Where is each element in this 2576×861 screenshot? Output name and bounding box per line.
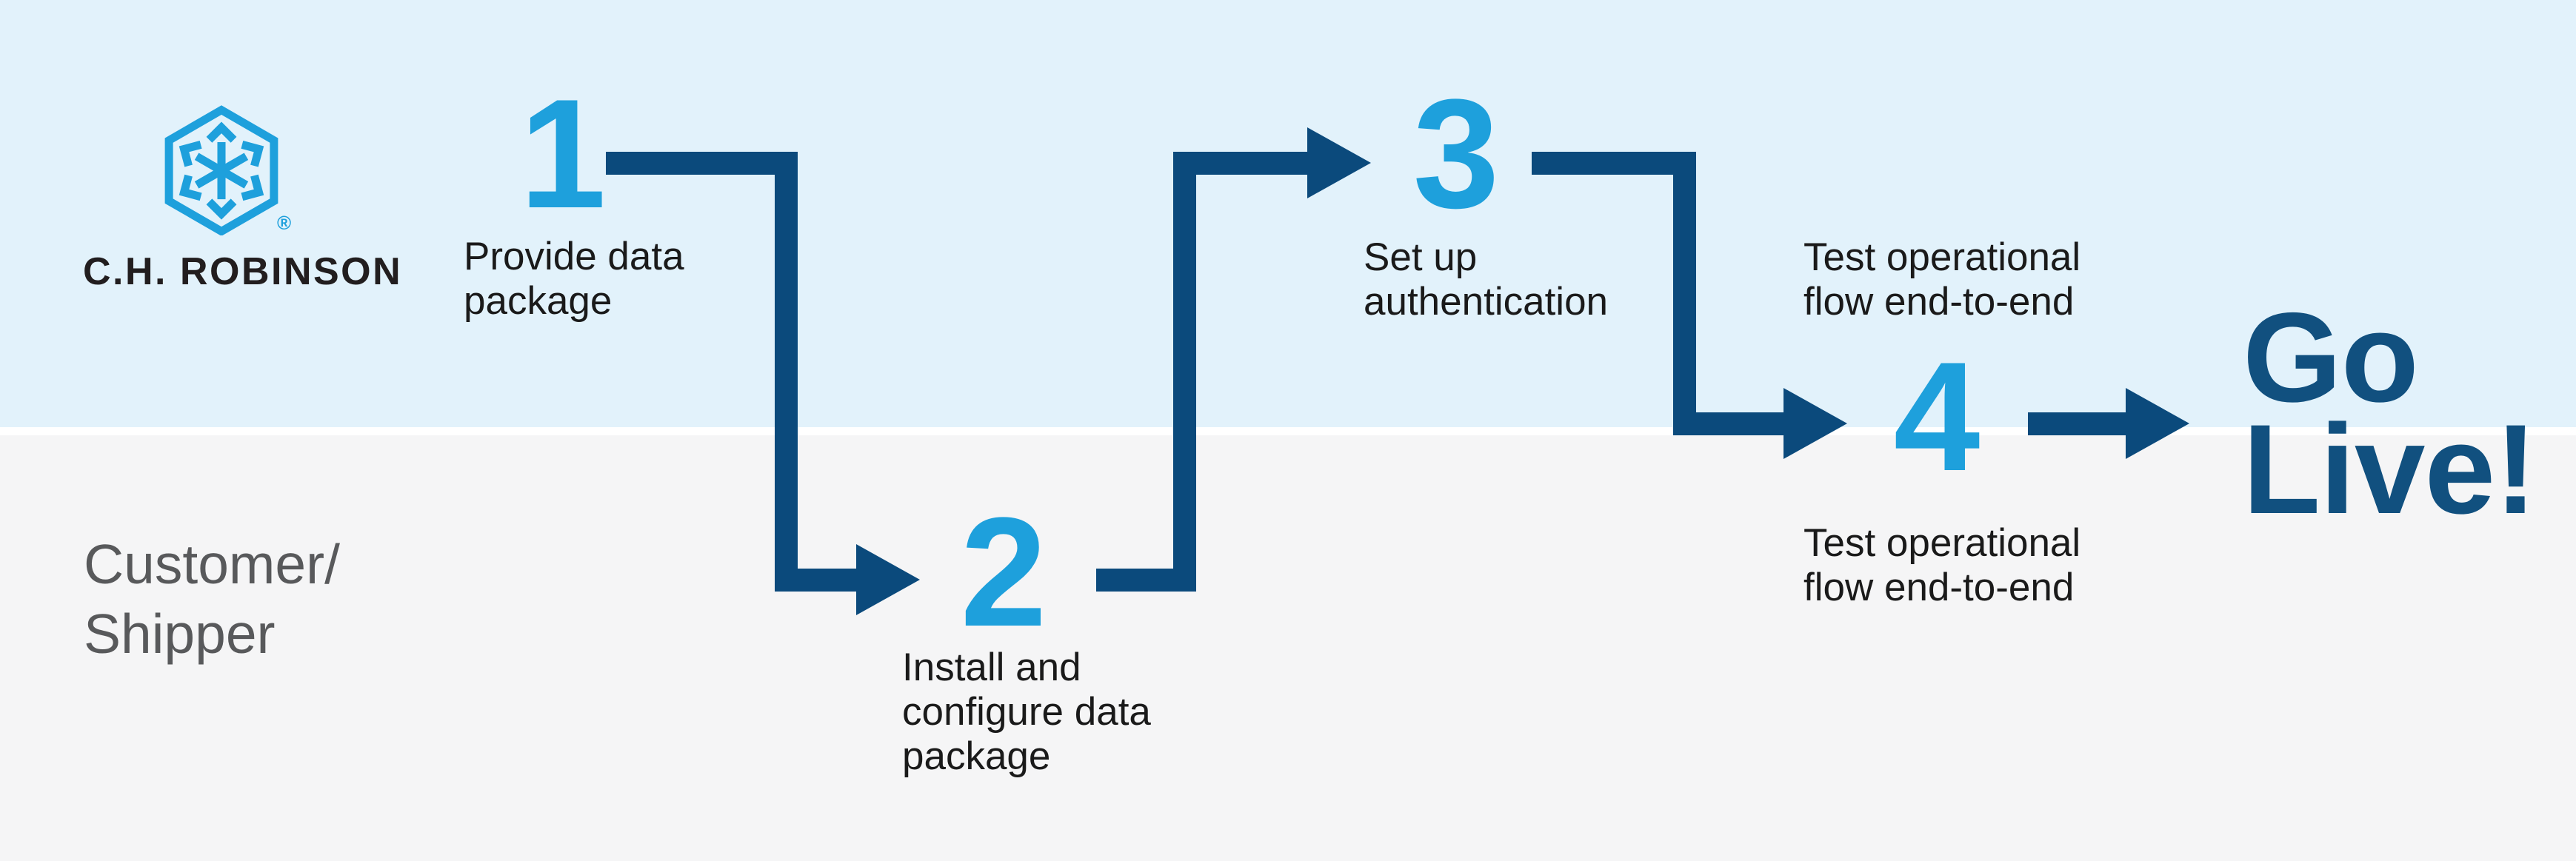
chr-lane-band: [0, 0, 2576, 427]
lane-label-line: Shipper: [84, 603, 276, 665]
lane-label-line: Customer/: [84, 533, 340, 595]
step-1-number: 1: [519, 67, 607, 241]
connector-1-2-top-segment: [606, 152, 798, 175]
step-4-number: 4: [1893, 329, 1981, 503]
registered-trademark-icon: ®: [277, 212, 292, 234]
step-4-label-bottom-line: flow end-to-end: [1803, 566, 2075, 609]
step-4-label-bottom-line: Test operational: [1803, 521, 2081, 565]
step-3-number: 3: [1412, 67, 1500, 241]
step-3-label-line: Set up: [1364, 235, 1478, 279]
step-4-label-top-line: Test operational: [1803, 235, 2081, 279]
step-4-label-top-line: flow end-to-end: [1803, 280, 2075, 324]
connector-2-3-arrowhead-icon: [1307, 127, 1371, 198]
go-live-text: Go Live!: [2243, 287, 2537, 540]
connector-4-golive-segment: [2028, 412, 2126, 435]
step-1-label-line: Provide data: [464, 235, 684, 278]
connector-3-4-arrowhead-icon: [1783, 388, 1847, 459]
connector-1-2-vertical-segment: [775, 152, 798, 592]
step-4-label-bottom: Test operational flow end-to-end: [1803, 521, 2081, 610]
connector-3-4-top-segment: [1532, 152, 1696, 175]
step-1-label: Provide data package: [464, 235, 684, 324]
step-4-label-top: Test operational flow end-to-end: [1803, 235, 2081, 324]
step-2-label-line: configure data: [902, 690, 1151, 734]
connector-2-3-vertical-segment: [1173, 152, 1196, 592]
customer-lane-band: [0, 435, 2576, 861]
step-2-label-line: Install and: [902, 646, 1081, 689]
step-3-label: Set up authentication: [1364, 235, 1608, 324]
connector-4-golive-arrowhead-icon: [2126, 388, 2189, 459]
go-live-line: Go: [2243, 287, 2419, 429]
step-2-number: 2: [960, 485, 1047, 659]
chr-hexagon-logo-icon: [164, 105, 278, 235]
step-3-label-line: authentication: [1364, 280, 1609, 324]
customer-shipper-lane-label: Customer/ Shipper: [84, 529, 340, 669]
go-live-line: Live!: [2243, 398, 2537, 540]
step-2-label-line: package: [902, 734, 1051, 778]
connector-3-4-vertical-segment: [1673, 152, 1696, 435]
connector-2-3-top-segment: [1173, 152, 1307, 175]
connector-3-4-bottom-segment: [1673, 412, 1783, 435]
brand-name: C.H. ROBINSON: [83, 250, 403, 293]
step-1-label-line: package: [464, 279, 613, 323]
connector-1-2-bottom-segment: [775, 569, 856, 592]
step-2-label: Install and configure data package: [902, 646, 1151, 779]
connector-1-2-arrowhead-icon: [856, 544, 920, 615]
